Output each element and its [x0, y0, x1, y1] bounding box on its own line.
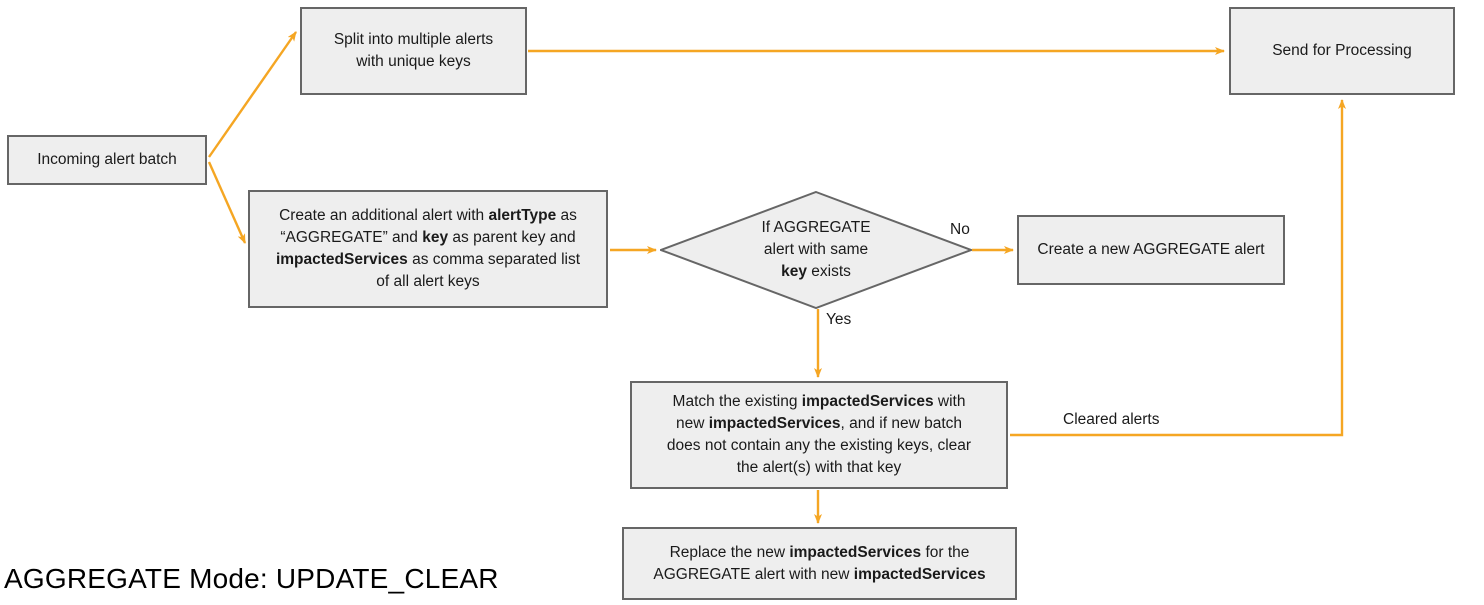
node-match-impacted-services-label: Match the existing impactedServices with…	[667, 391, 971, 479]
mt-l2c: , and if new batch	[840, 415, 963, 432]
node-create-new-aggregate-alert[interactable]: Create a new AGGREGATE alert	[1017, 215, 1285, 285]
node-decision-aggregate-exists-label: If AGGREGATE alert with same key exists	[660, 191, 972, 309]
ca-l2b: key	[422, 229, 449, 246]
node-replace-impacted-services[interactable]: Replace the new impactedServices for the…	[622, 527, 1017, 600]
node-send-for-processing[interactable]: Send for Processing	[1229, 7, 1455, 95]
dec-l1: If AGGREGATE	[761, 219, 871, 236]
mt-l4: the alert(s) with that key	[736, 459, 902, 476]
rp-l1c: for the	[921, 543, 970, 561]
node-split-into-multiple-alerts-label: Split into multiple alerts with unique k…	[333, 31, 494, 70]
rp-l2b: impactedServices	[853, 565, 986, 583]
diagram-caption: AGGREGATE Mode: UPDATE_CLEAR	[4, 563, 499, 594]
ca-l4: of all alert keys	[376, 273, 480, 290]
rp-l2a: AGGREGATE alert with new	[653, 565, 854, 583]
node-incoming-alert-batch-label: Incoming alert batch	[37, 151, 177, 168]
edge-label-cleared-alerts: Cleared alerts	[1063, 411, 1160, 428]
rp-l1a: Replace the new	[669, 543, 790, 561]
node-create-new-aggregate-alert-label: Create a new AGGREGATE alert	[1037, 241, 1265, 258]
mt-l2a: new	[675, 415, 709, 432]
node-incoming-alert-batch[interactable]: Incoming alert batch	[7, 135, 207, 185]
ca-l1a: Create an additional alert with	[279, 207, 489, 224]
edge-label-yes: Yes	[826, 311, 852, 328]
node-decision-aggregate-exists[interactable]: If AGGREGATE alert with same key exists	[660, 191, 972, 309]
ca-l3b: as comma separated list	[407, 251, 581, 268]
dec-l3c: exists	[806, 263, 851, 280]
node-split-into-multiple-alerts[interactable]: Split into multiple alerts with unique k…	[300, 7, 527, 95]
mt-l1c: with	[933, 393, 966, 410]
ca-l2a: “AGGREGATE” and	[280, 229, 423, 246]
node-create-additional-alert-label: Create an additional alert with alertTyp…	[276, 205, 580, 293]
edge-label-no: No	[950, 221, 970, 238]
mt-l1b: impactedServices	[801, 393, 934, 410]
ca-l3a: impactedServices	[275, 251, 408, 268]
node-create-additional-alert[interactable]: Create an additional alert with alertTyp…	[248, 190, 608, 308]
node-send-for-processing-label: Send for Processing	[1272, 42, 1412, 59]
node-match-impacted-services[interactable]: Match the existing impactedServices with…	[630, 381, 1008, 489]
mt-l2b: impactedServices	[708, 415, 841, 432]
mt-l3: does not contain any the existing keys, …	[666, 437, 972, 454]
mt-l1a: Match the existing	[672, 393, 802, 410]
dec-l2: alert with same	[763, 241, 869, 258]
ca-l2c: as parent key and	[448, 229, 576, 246]
ca-l1c: as	[556, 207, 577, 224]
node-replace-impacted-services-label: Replace the new impactedServices for the…	[653, 542, 985, 586]
dec-l3b: key	[781, 263, 807, 280]
edge-incoming-to-create-additional	[207, 161, 247, 244]
rp-l1b: impactedServices	[789, 543, 922, 561]
ca-l1b: alertType	[488, 207, 557, 224]
edge-incoming-to-split	[208, 31, 297, 158]
decision-diamond-shape	[660, 191, 972, 309]
